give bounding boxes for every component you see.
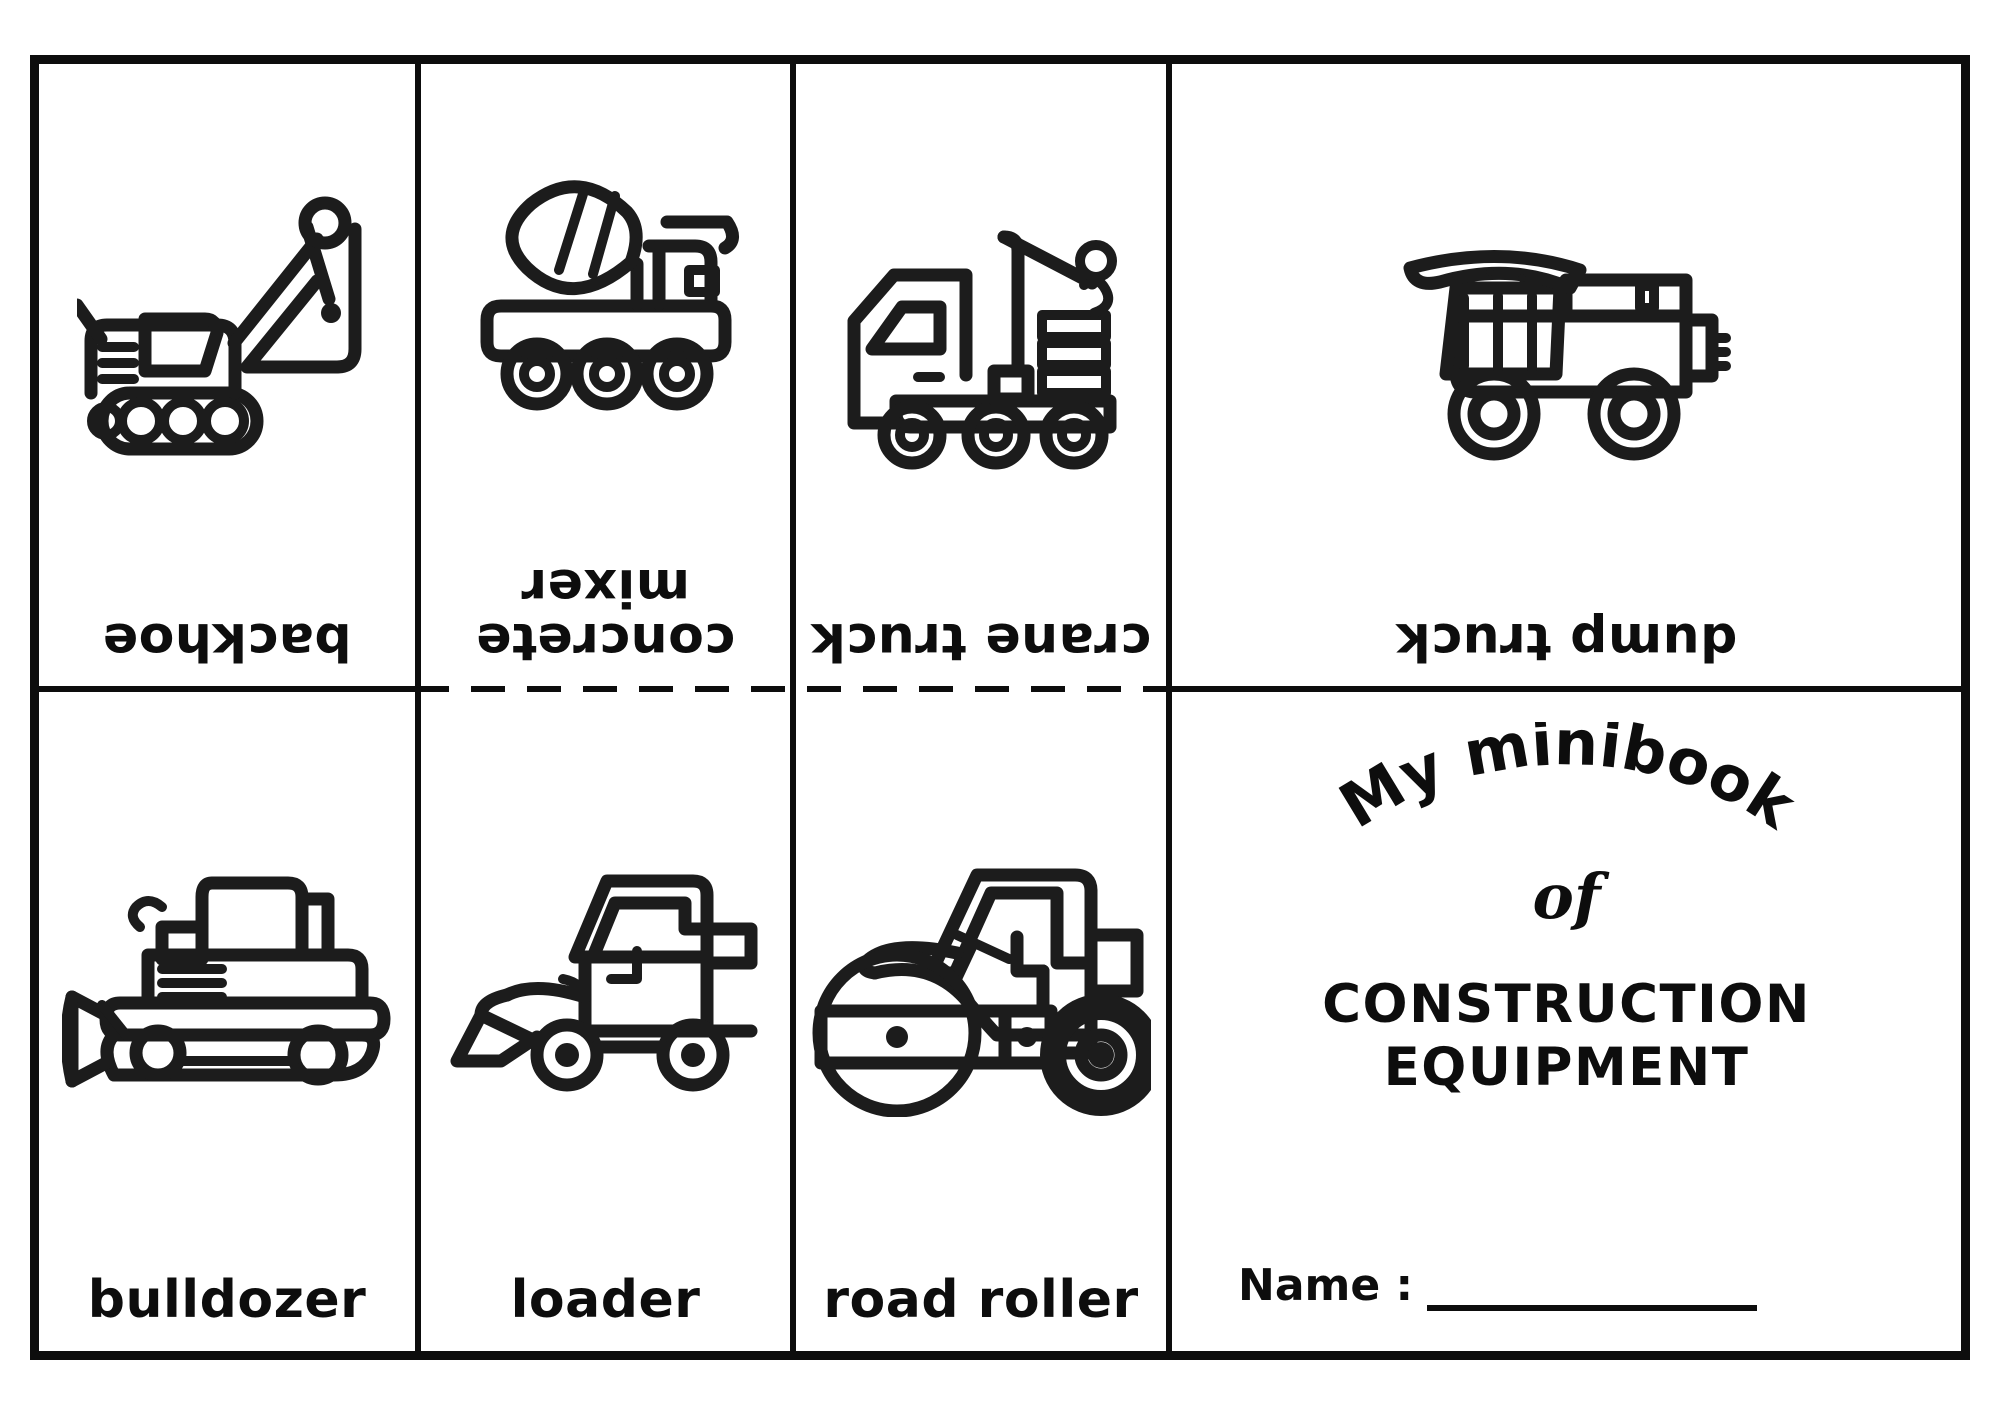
bulldozer-icon [39, 692, 415, 1273]
concrete-mixer-icon [421, 64, 790, 560]
road-roller-icon [796, 692, 1166, 1273]
backhoe-icon [39, 64, 415, 614]
panel-concrete-mixer: concrete mixer [421, 64, 790, 686]
page-frame: backhoe [30, 55, 1970, 1360]
name-field-row: Name : [1238, 1260, 1758, 1311]
cut-line-dashed [415, 686, 1172, 692]
panel-road-roller: road roller [796, 692, 1166, 1353]
panel-label-bulldozer: bulldozer [87, 1269, 367, 1330]
loader-icon [421, 692, 790, 1273]
arched-title: My minibook [1172, 722, 1961, 892]
column-divider-2 [790, 64, 796, 1351]
dump-truck-icon [1172, 64, 1961, 614]
panel-label-concrete-mixer: concrete mixer [475, 556, 736, 671]
svg-text:My minibook: My minibook [1327, 722, 1809, 844]
cover-title: CONSTRUCTION EQUIPMENT [1172, 974, 1961, 1099]
panel-backhoe: backhoe [39, 64, 415, 686]
panel-label-road-roller: road roller [823, 1269, 1139, 1330]
panel-cover: My minibook of CONSTRUCTION EQUIPMENT Na… [1172, 692, 1961, 1353]
panel-label-crane-truck: crane truck [810, 611, 1152, 671]
arched-title-text: My minibook [1327, 722, 1809, 844]
fold-line-left [39, 686, 421, 692]
panel-dump-truck: dump truck [1172, 64, 1961, 686]
name-label: Name : [1238, 1260, 1414, 1311]
panel-label-backhoe: backhoe [102, 611, 352, 671]
crane-truck-icon [796, 64, 1166, 614]
panel-bulldozer: bulldozer [39, 692, 415, 1353]
panel-label-loader: loader [510, 1269, 701, 1330]
panel-loader: loader [421, 692, 790, 1353]
cover-title-line2: EQUIPMENT [1383, 1036, 1750, 1098]
cover-of-text: of [1532, 860, 1601, 933]
panel-label-dump-truck: dump truck [1395, 611, 1738, 671]
panel-crane-truck: crane truck [796, 64, 1166, 686]
column-divider-3 [1166, 64, 1172, 1351]
fold-line-right [1166, 686, 1961, 692]
name-input-line[interactable] [1427, 1291, 1758, 1311]
cover-title-line1: CONSTRUCTION [1322, 974, 1811, 1035]
column-divider-1 [415, 64, 421, 1351]
